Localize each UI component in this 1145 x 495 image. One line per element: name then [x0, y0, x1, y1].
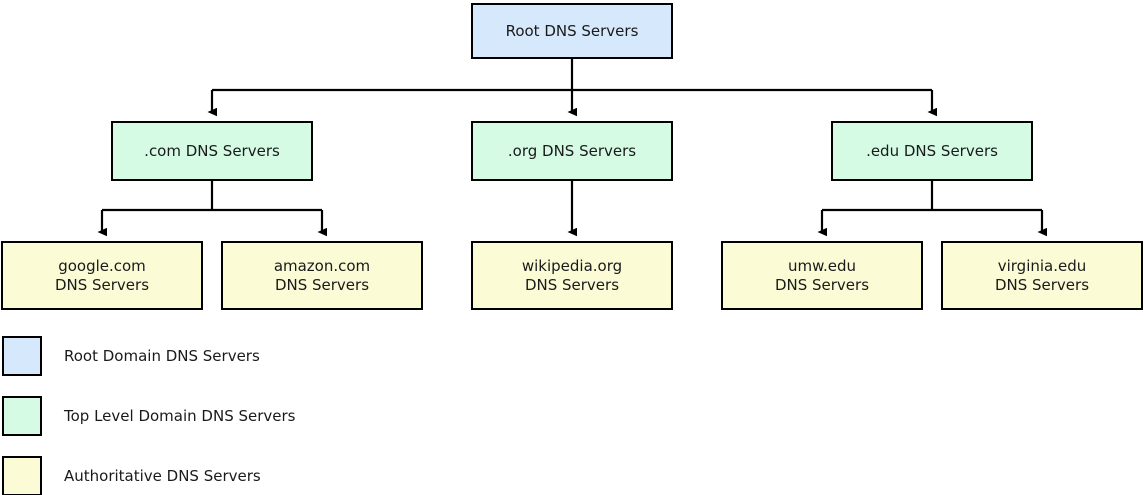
legend-item-top-level-domain: Top Level Domain DNS Servers	[2, 396, 295, 436]
node-label: google.com DNS Servers	[54, 256, 150, 294]
node-amazon-com-dns-servers[interactable]: amazon.com DNS Servers	[221, 241, 423, 310]
node-label: amazon.com DNS Servers	[273, 256, 371, 294]
edge-root-to-tld-group	[207, 59, 937, 117]
node-label: umw.edu DNS Servers	[774, 256, 870, 294]
legend-item-root-domain: Root Domain DNS Servers	[2, 336, 260, 376]
node-google-com-dns-servers[interactable]: google.com DNS Servers	[1, 241, 203, 310]
node-org-dns-servers[interactable]: .org DNS Servers	[471, 121, 673, 181]
legend-swatch-root-domain	[2, 336, 42, 376]
node-umw-edu-dns-servers[interactable]: umw.edu DNS Servers	[721, 241, 923, 310]
node-edu-dns-servers[interactable]: .edu DNS Servers	[831, 121, 1033, 181]
node-root-dns-servers[interactable]: Root DNS Servers	[471, 3, 673, 59]
node-virginia-edu-dns-servers[interactable]: virginia.edu DNS Servers	[941, 241, 1143, 310]
legend-label-top-level-domain: Top Level Domain DNS Servers	[64, 407, 296, 425]
legend-swatch-top-level-domain	[2, 396, 42, 436]
edge-edu-to-children-group	[817, 181, 1047, 237]
node-label: .com DNS Servers	[144, 141, 280, 160]
node-label: Root DNS Servers	[505, 21, 639, 40]
node-label: virginia.edu DNS Servers	[994, 256, 1090, 294]
node-label: .edu DNS Servers	[866, 141, 998, 160]
edge-com-to-children-group	[97, 181, 327, 237]
node-label: wikipedia.org DNS Servers	[521, 256, 623, 294]
legend-label-root-domain: Root Domain DNS Servers	[64, 347, 260, 365]
legend-item-authoritative: Authoritative DNS Servers	[2, 456, 261, 495]
node-wikipedia-org-dns-servers[interactable]: wikipedia.org DNS Servers	[471, 241, 673, 310]
node-label: .org DNS Servers	[507, 141, 637, 160]
node-com-dns-servers[interactable]: .com DNS Servers	[111, 121, 313, 181]
legend-label-authoritative: Authoritative DNS Servers	[64, 467, 261, 485]
legend-swatch-authoritative	[2, 456, 42, 495]
